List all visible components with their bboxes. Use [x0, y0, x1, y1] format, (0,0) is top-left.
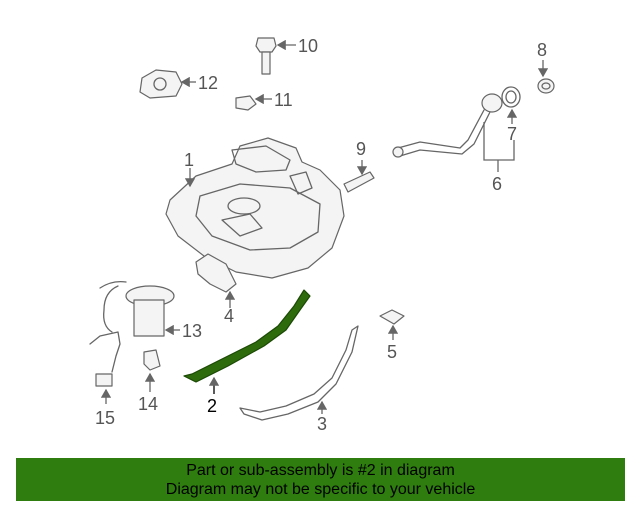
callout-2: 2: [207, 396, 217, 416]
part-3-strap[interactable]: [239, 325, 359, 421]
callout-13: 13: [182, 321, 202, 341]
part-13-fuel-pump[interactable]: [99, 280, 175, 337]
parts-diagram: 1 2 3 4 5 6 7 8 9 10 11 12 13 14 15: [89, 36, 555, 434]
callout-11: 11: [274, 90, 293, 110]
callout-7: 7: [507, 124, 517, 144]
banner-line-1: Part or sub-assembly is #2 in diagram: [186, 461, 455, 479]
callout-6: 6: [492, 174, 502, 194]
callout-10: 10: [298, 36, 318, 56]
part-2-strap[interactable]: [183, 289, 311, 383]
banner-line-2: Diagram may not be specific to your vehi…: [165, 480, 476, 498]
part-6-filler-pipe[interactable]: [392, 93, 503, 158]
part-12-valve[interactable]: [139, 69, 183, 99]
part-4-shield[interactable]: [195, 253, 237, 293]
part-9-hose[interactable]: [343, 171, 375, 193]
callout-15: 15: [95, 408, 115, 428]
part-15-harness[interactable]: [89, 331, 121, 387]
callout-8: 8: [537, 40, 547, 60]
callout-3: 3: [317, 414, 327, 434]
info-banner: Part or sub-assembly is #2 in diagram Di…: [16, 458, 625, 501]
callout-4: 4: [224, 306, 234, 326]
callout-1: 1: [184, 150, 194, 170]
callout-14: 14: [138, 394, 158, 414]
part-11-clip[interactable]: [235, 95, 257, 111]
part-5-pad[interactable]: [379, 309, 405, 325]
part-8-cap[interactable]: [537, 78, 555, 94]
part-1-fuel-tank[interactable]: [165, 137, 345, 279]
callout-5: 5: [387, 342, 397, 362]
part-7-ring[interactable]: [501, 86, 521, 108]
part-14-sender[interactable]: [143, 349, 161, 371]
part-10-bolt[interactable]: [255, 37, 277, 75]
callout-9: 9: [356, 139, 366, 159]
callout-12: 12: [198, 73, 218, 93]
